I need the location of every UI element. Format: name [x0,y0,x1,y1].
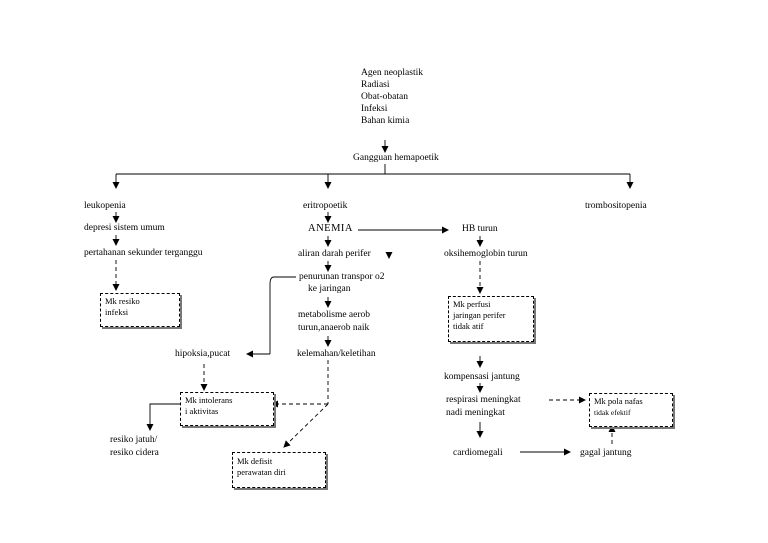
node-kelemahan: kelemahan/keletihan [297,349,376,359]
node-depresi: depresi sistem umum [84,223,165,233]
box-text: tidak efektif [594,408,631,417]
box-perfusi: Mk perfusi jaringan perifer tidak atif [448,296,534,342]
node-resiko-jatuh: resiko jatuh/ [110,435,158,445]
node-gangguan: Gangguan hemapoetik [353,153,439,163]
node-oksihemo: oksihemoglobin turun [444,249,528,259]
box-intoleransi: Mk intolerans i aktivitas [180,392,274,426]
node-hb-turun: HB turun [462,224,498,234]
cause-item: Agen neoplastik [361,68,424,78]
node-penurunan: penurunan transpor o2 [299,272,385,282]
cause-item: Radiasi [361,80,390,90]
box-text: Mk pola nafas [594,396,643,406]
box-text: Mk resiko [105,296,140,306]
arrow-intoleransi-resiko [146,403,180,431]
arrow-kelemahan-defisit [283,403,329,448]
cause-item: Bahan kimia [361,116,410,126]
node-eritropoetik: eritropoetik [303,201,348,211]
box-text: Mk intolerans [185,395,233,405]
box-text: perawatan diri [237,467,286,477]
node-metabolisme: turun,anaerob naik [298,323,370,333]
box-defisit: Mk defisit perawatan diri [232,452,326,488]
box-text: infeksi [105,307,129,317]
node-trombositopenia: trombositopenia [585,201,647,211]
box-text: i aktivitas [185,406,219,416]
node-hipoksia: hipoksia,pucat [175,349,231,359]
node-metabolisme: metabolisme aerob [298,310,371,320]
box-text: Mk perfusi [453,299,491,309]
node-cardiomegali: cardiomegali [453,448,503,458]
line-penurunan-hipoksia [269,276,296,354]
node-respirasi: nadi meningkat [446,408,505,418]
box-text: jaringan perifer [453,310,506,320]
box-pola-nafas: Mk pola nafas tidak efektif [589,393,673,427]
node-aliran: aliran darah perifer [298,249,371,259]
node-resiko-jatuh: resiko cidera [110,448,159,458]
node-pertahanan: pertahanan sekunder terganggu [84,248,203,258]
cause-item: Infeksi [361,104,388,114]
node-anemia: ANEMIA [308,223,353,234]
box-text: Mk defisit [237,456,273,466]
cause-item: Obat-obatan [361,92,408,102]
node-gagal-jantung: gagal jantung [580,448,632,458]
node-leukopenia: leukopenia [84,201,126,211]
node-penurunan: ke jaringan [308,284,351,294]
box-resiko-infeksi: Mk resiko infeksi [100,293,180,327]
box-text: tidak atif [453,321,484,331]
node-kompensasi: kompensasi jantung [444,372,520,382]
node-respirasi: respirasi meningkat [446,395,521,405]
